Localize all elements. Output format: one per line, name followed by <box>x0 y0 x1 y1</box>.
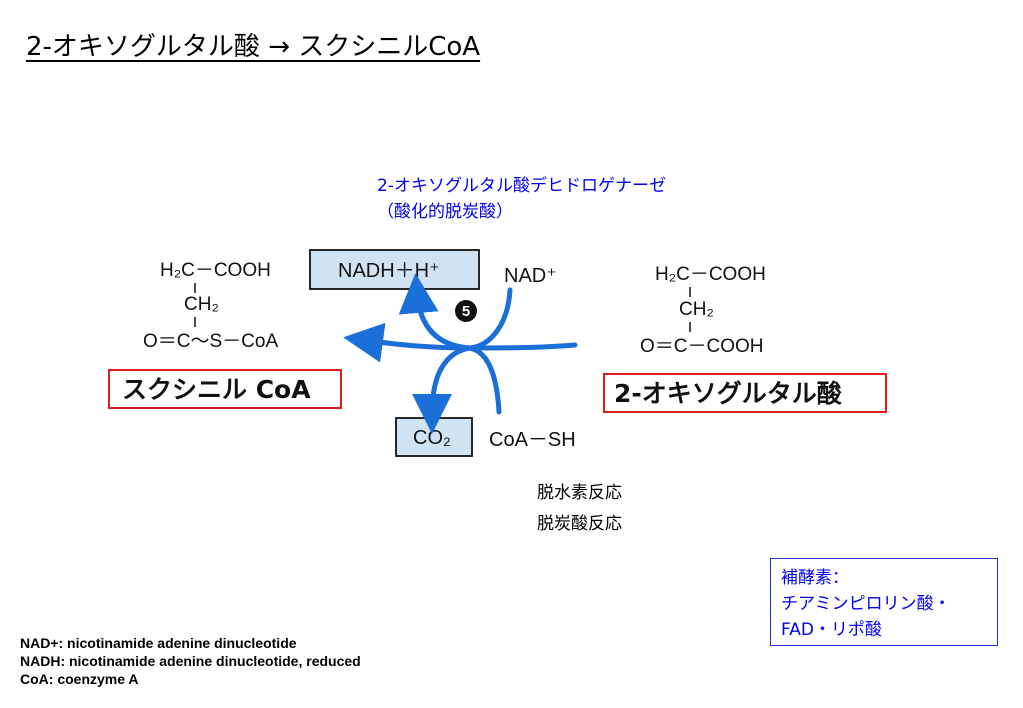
glossary: NAD+: nicotinamide adenine dinucleotide … <box>20 634 361 688</box>
enzyme-reaction-type: （酸化的脱炭酸） <box>377 202 513 222</box>
glossary-coa: CoA: coenzyme A <box>20 671 139 687</box>
succinyl-line-3: O＝C～S－CoA <box>143 331 278 352</box>
oxoglutarate-line-3: O＝C－COOH <box>640 336 764 357</box>
co2-label: CO₂ <box>413 427 451 449</box>
succinyl-coa-structure: H₂C－COOH CH₂ O＝C～S－CoA <box>143 260 278 352</box>
coash-label: CoA－SH <box>489 429 576 451</box>
cofactor-line-2: FAD・リポ酸 <box>781 620 882 640</box>
reaction-decarboxylation: 脱炭酸反応 <box>537 514 622 534</box>
page-title: 2-オキソグルタル酸 → スクシニルCoA <box>26 32 481 62</box>
coash-in-arrow <box>467 345 502 415</box>
succinyl-coa-label: スクシニル CoA <box>122 375 311 404</box>
succinyl-line-1: H₂C－COOH <box>160 260 271 281</box>
enzyme-label: 2-オキソグルタル酸デヒドロゲナーゼ （酸化的脱炭酸） <box>377 173 666 225</box>
oxoglutarate-structure: H₂C－COOH CH₂ O＝C－COOH <box>640 264 766 357</box>
reaction-types: 脱水素反応 脱炭酸反応 <box>537 478 622 540</box>
succinyl-line-2: CH₂ <box>184 294 219 315</box>
glossary-nad: NAD+: nicotinamide adenine dinucleotide <box>20 635 297 651</box>
cofactor-heading: 補酵素： <box>781 568 849 588</box>
oxoglutarate-line-2: CH₂ <box>679 299 714 320</box>
cofactor-line-1: チアミンピロリン酸・ <box>781 594 951 614</box>
nadh-label: NADH＋H⁺ <box>338 260 440 282</box>
reaction-arrows <box>343 273 578 434</box>
nadh-out-arrow <box>398 273 473 351</box>
oxoglutarate-label: 2-オキソグルタル酸 <box>614 379 843 408</box>
succinyl-coa-label-box <box>108 369 342 409</box>
nad-in-arrow <box>467 287 513 351</box>
oxoglutarate-label-box <box>603 373 887 413</box>
oxoglutarate-line-1: H₂C－COOH <box>655 264 766 285</box>
nad-label: NAD⁺ <box>504 265 557 287</box>
reaction-dehydrogenation: 脱水素反応 <box>537 483 622 503</box>
step-number-circle <box>455 300 477 322</box>
glossary-nadh: NADH: nicotinamide adenine dinucleotide,… <box>20 653 361 669</box>
nadh-box <box>309 249 480 290</box>
co2-out-arrow <box>412 345 473 434</box>
step-number: 5 <box>462 303 470 320</box>
enzyme-name: 2-オキソグルタル酸デヒドロゲナーゼ <box>377 176 666 196</box>
cofactor-box: 補酵素： チアミンピロリン酸・ FAD・リポ酸 <box>770 558 998 646</box>
